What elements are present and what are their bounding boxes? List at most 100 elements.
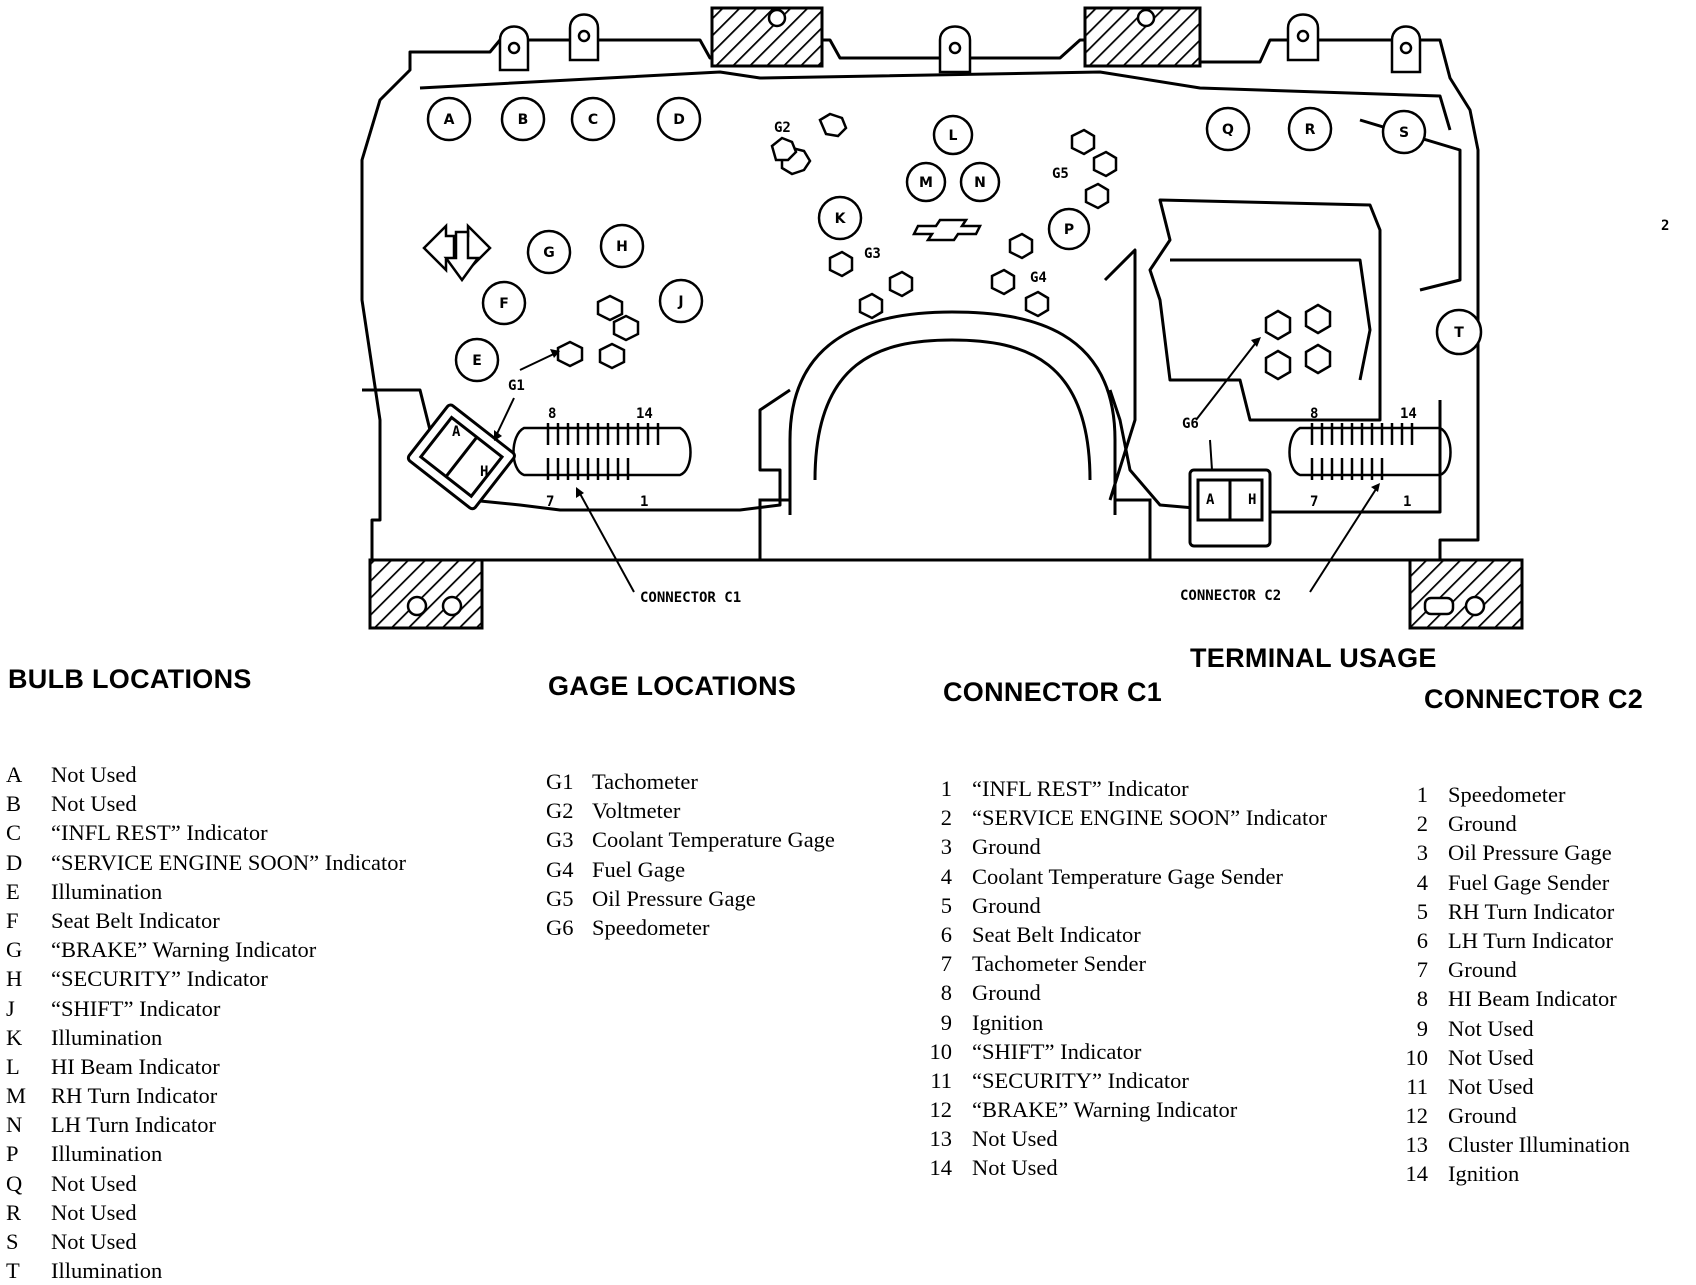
bulb-list-item-label: Illumination [51, 1024, 163, 1050]
gage-terminal [770, 136, 798, 162]
c1-terminal-item: 2“SERVICE ENGINE SOON” Indicator [924, 803, 1327, 832]
c1-terminal-item: 1 “INFL REST” Indicator [924, 774, 1327, 803]
bulb-list-item-label: Not Used [51, 1229, 137, 1254]
turn-arrows-symbol [422, 222, 492, 283]
gage-terminal [556, 340, 584, 368]
connector-c1-heading: CONNECTOR C1 [943, 677, 1163, 707]
connector-c2-comb [1288, 423, 1452, 480]
bulb-list-item-key: B [6, 791, 22, 817]
gage-terminal [598, 342, 626, 370]
c2-terminal-item-label: Speedometer [1448, 782, 1566, 807]
c1-terminal-item-label: “BRAKE” Warning Indicator [972, 1097, 1238, 1123]
bulb-list-item-label: Not Used [51, 791, 137, 817]
bulb-list-item-key: H [6, 966, 23, 992]
c2-terminal-item-label: Oil Pressure Gage [1448, 840, 1612, 866]
c1-terminal-item-label: Ground [972, 892, 1041, 918]
gage-terminal [1264, 309, 1292, 341]
c1-terminal-item-key: 1 [940, 776, 952, 801]
c2-terminal-item-key: 2 [1416, 811, 1428, 837]
c2-terminal-item-label: LH Turn Indicator [1448, 927, 1613, 953]
bulb-list-item-key: E [6, 878, 20, 904]
c1-terminal-item-key: 7 [940, 951, 952, 977]
c1-terminal-item: 10“SHIFT” Indicator [924, 1037, 1327, 1066]
c1-terminal-item-key: 2 [940, 805, 952, 831]
c1-terminal-item-key: 11 [930, 1067, 952, 1093]
instrument-cluster-diagram: A B C D E F G H J K L M N P Q R S T [360, 6, 1669, 630]
bulb-list-item-key: F [6, 907, 19, 933]
bulb-list-item-label: Not Used [51, 1170, 137, 1196]
gage-terminal [888, 270, 914, 298]
bulb-list-item: J“SHIFT” Indicator [6, 994, 406, 1023]
center-arch [788, 310, 1117, 515]
c1-terminal-item-key: 12 [929, 1097, 953, 1123]
diagram-label: M [919, 175, 933, 191]
c1-terminal-item-label: Not Used [972, 1126, 1058, 1152]
bulb-marker-p [1047, 207, 1091, 251]
bulb-marker-k [817, 195, 863, 241]
mount-tab-bottom-right [1408, 558, 1524, 630]
bulb-marker-j [658, 278, 704, 324]
diagram-label: 8 [1310, 406, 1318, 422]
bulb-marker-n [959, 161, 1001, 203]
bulb-marker-f [481, 280, 527, 326]
diagram-label: 14 [1400, 406, 1417, 422]
gage-list-item-key: G1 [546, 769, 574, 794]
gage-terminal [1008, 232, 1034, 260]
diagram-label: N [974, 175, 986, 191]
bulb-list-item: D“SERVICE ENGINE SOON” Indicator [6, 848, 406, 877]
c1-terminal-item-label: Ground [972, 834, 1041, 860]
diagram-label: E [472, 353, 482, 369]
gage-terminal [990, 268, 1016, 296]
bulb-locations-heading: BULB LOCATIONS [8, 664, 252, 694]
gage-list-item-label: Oil Pressure Gage [592, 885, 756, 911]
diagram-label: F [499, 296, 509, 312]
diagram-label: G1 [508, 378, 525, 394]
gage-list-item-key: G5 [546, 885, 574, 911]
connector-c1-comb [512, 423, 692, 480]
gage-terminal [828, 250, 854, 278]
c2-terminal-item-key: 7 [1416, 957, 1428, 983]
c1-terminal-item: 12 “BRAKE” Warning Indicator [924, 1095, 1327, 1124]
c2-terminal-item-label: Cluster Illumination [1448, 1132, 1630, 1158]
bulb-list-item-label: “SHIFT” Indicator [51, 995, 221, 1021]
bulb-marker-d [656, 96, 702, 142]
gage-locations-heading: GAGE LOCATIONS [548, 671, 797, 701]
bulb-list-item-key: C [6, 820, 22, 846]
c1-terminal-item: 11“SECURITY” Indicator [924, 1066, 1327, 1095]
diagram-label: R [1305, 122, 1316, 138]
c2-terminal-item-key: 8 [1416, 986, 1428, 1012]
bulb-list-item-label: HI Beam Indicator [51, 1053, 220, 1079]
gage-list-item-label: Tachometer [592, 769, 698, 794]
c1-terminal-item-key: 13 [929, 1126, 953, 1152]
gage-list-item-key: G2 [546, 798, 574, 824]
bulb-list-item-label: RH Turn Indicator [51, 1083, 218, 1109]
diagram-label: H [1248, 492, 1256, 508]
c1-terminal-item-label: Ignition [972, 1009, 1044, 1035]
bulb-marker-t [1435, 308, 1483, 356]
diagram-label: B [518, 112, 529, 128]
diagram-label: G6 [1182, 416, 1199, 432]
bulb-list-item-label: “SERVICE ENGINE SOON” Indicator [51, 849, 407, 875]
diagram-label: D [673, 112, 685, 128]
diagram-label: A [452, 424, 461, 440]
c1-terminal-item-label: Not Used [972, 1155, 1058, 1181]
c1-terminal-item-label: “INFL REST” Indicator [972, 776, 1189, 801]
bowtie-emblem [911, 218, 983, 242]
